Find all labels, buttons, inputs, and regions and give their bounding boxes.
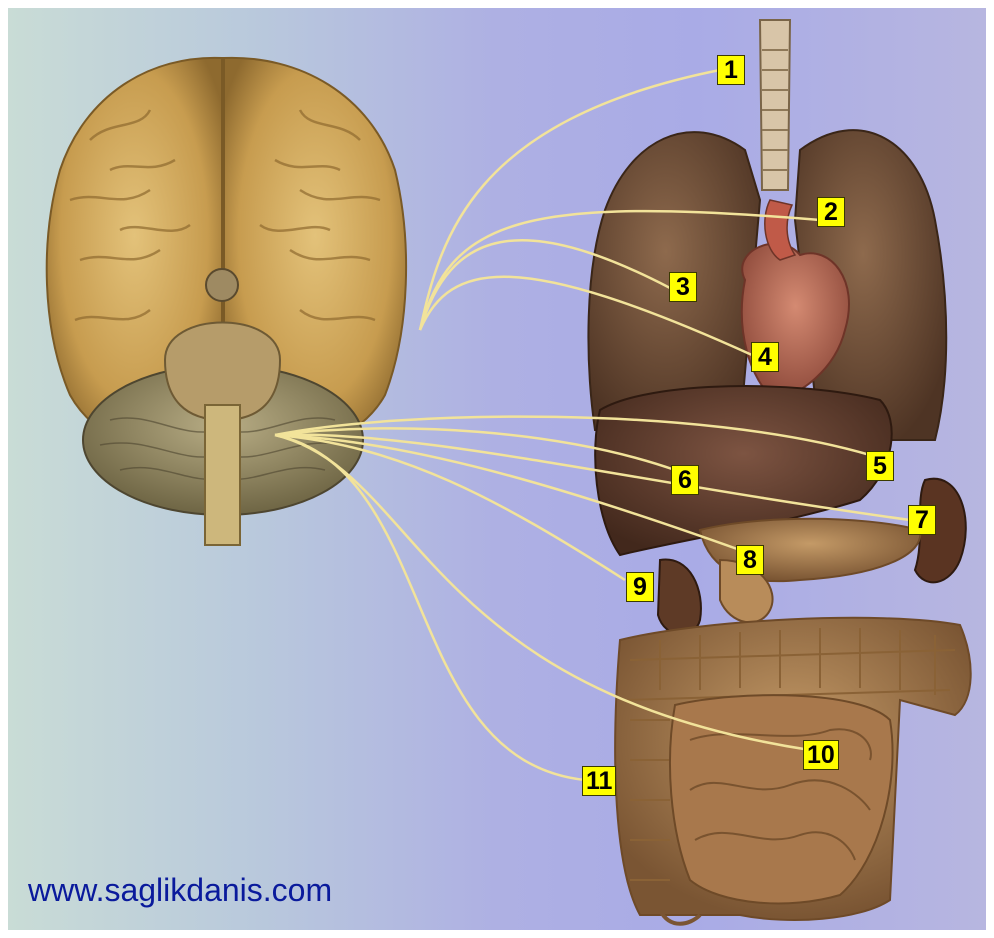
label-2: 2 [817,197,845,227]
label-3: 3 [669,272,697,302]
label-5: 5 [866,451,894,481]
trachea [760,20,790,190]
label-10: 10 [803,740,839,770]
label-7: 7 [908,505,936,535]
label-11: 11 [582,766,616,796]
label-4: 4 [751,342,779,372]
spinal-cord [205,405,240,545]
label-9: 9 [626,572,654,602]
label-8: 8 [736,545,764,575]
label-1: 1 [717,55,745,85]
source-url[interactable]: www.saglikdanis.com [28,872,332,909]
brain [47,58,406,545]
optic-chiasm [206,269,238,301]
kidney [658,560,701,635]
label-6: 6 [671,465,699,495]
